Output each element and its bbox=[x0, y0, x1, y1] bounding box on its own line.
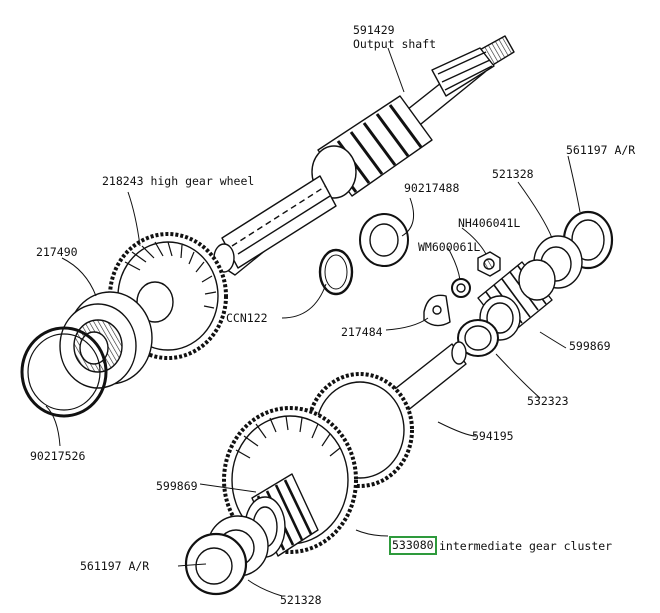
label-cluster-name: intermediate gear cluster bbox=[439, 539, 613, 553]
circlip-90217526 bbox=[20, 326, 108, 418]
label-tab-plate: 217484 bbox=[341, 325, 383, 339]
label-output-shaft-name: Output shaft bbox=[353, 37, 437, 51]
label-bearing: 217490 bbox=[36, 245, 78, 259]
label-thrust-washer-top: 561197 A/R bbox=[566, 143, 636, 157]
label-nut: NH406041L bbox=[458, 216, 521, 230]
label-layshaft: 594195 bbox=[472, 429, 514, 443]
shim-532323 bbox=[457, 319, 499, 357]
label-spring-washer: WM600061L bbox=[418, 240, 481, 254]
label-washer-90217488: 90217488 bbox=[404, 181, 460, 195]
label-circlip-small: CCN122 bbox=[226, 311, 268, 325]
label-needle-bearing-bottom: 599869 bbox=[156, 479, 198, 493]
output-shaft bbox=[213, 35, 515, 276]
label-needle-bearing-top: 599869 bbox=[569, 339, 611, 353]
label-thrust-washer-bottom: 561197 A/R bbox=[80, 559, 150, 573]
label-high-gear-wheel: 218243 high gear wheel bbox=[102, 174, 255, 188]
washer-90217488 bbox=[359, 213, 409, 267]
label-circlip-large: 90217526 bbox=[30, 449, 86, 463]
thrust-washer-bottom bbox=[184, 515, 269, 596]
label-output-shaft-part: 591429 bbox=[353, 23, 395, 37]
label-shim: 532323 bbox=[527, 394, 569, 408]
label-thrust-washer-bottom-plate: 521328 bbox=[280, 593, 322, 607]
spring-washer-wm600061l bbox=[451, 278, 471, 298]
nut-nh406041l bbox=[477, 251, 501, 277]
label-cluster-part: 533080 bbox=[389, 536, 437, 555]
label-thrust-washer-top-plate: 521328 bbox=[492, 167, 534, 181]
circlip-ccn122 bbox=[318, 248, 354, 296]
leader-lines bbox=[45, 47, 581, 597]
tab-plate-217484 bbox=[423, 294, 451, 327]
